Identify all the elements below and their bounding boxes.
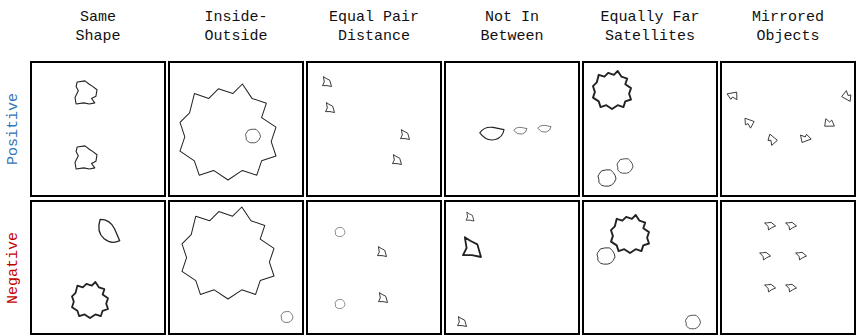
row-label: Negative bbox=[5, 232, 24, 304]
row-label: Positive bbox=[5, 93, 24, 165]
column-header: Equally Far Satellites bbox=[598, 9, 702, 47]
panel-frames bbox=[31, 62, 855, 334]
column-header: Not In Between bbox=[478, 9, 546, 47]
column-header: Equal Pair Distance bbox=[327, 9, 422, 47]
column-header: Same Shape bbox=[73, 9, 123, 47]
shapes bbox=[72, 71, 853, 329]
column-header: Inside-Outside bbox=[202, 9, 270, 47]
column-header: Mirrored Objects bbox=[750, 9, 827, 47]
